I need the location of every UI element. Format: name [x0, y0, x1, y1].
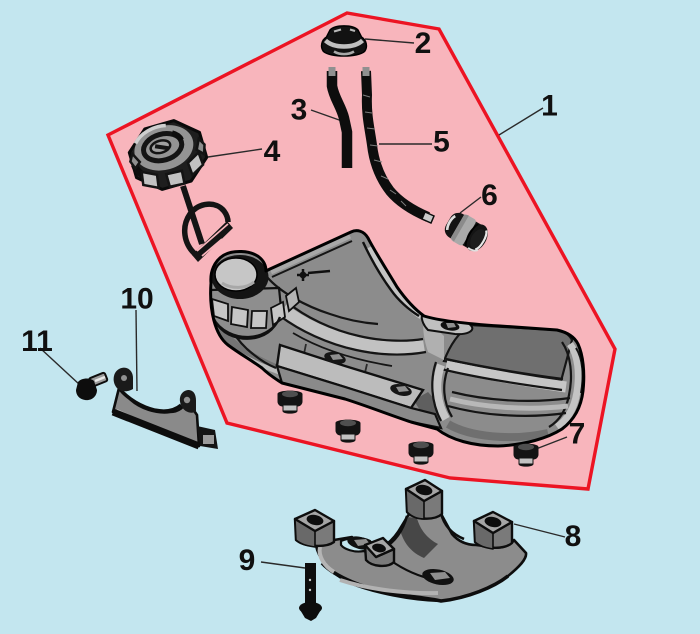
svg-text:7: 7: [569, 418, 586, 451]
svg-text:8: 8: [565, 520, 582, 553]
svg-text:1: 1: [541, 90, 558, 123]
svg-text:5: 5: [433, 126, 450, 159]
svg-text:10: 10: [120, 283, 153, 316]
svg-text:11: 11: [21, 325, 53, 358]
svg-text:3: 3: [291, 94, 308, 127]
svg-text:2: 2: [415, 27, 432, 60]
svg-text:9: 9: [239, 544, 256, 577]
svg-text:4: 4: [264, 135, 281, 168]
svg-text:6: 6: [481, 179, 498, 212]
